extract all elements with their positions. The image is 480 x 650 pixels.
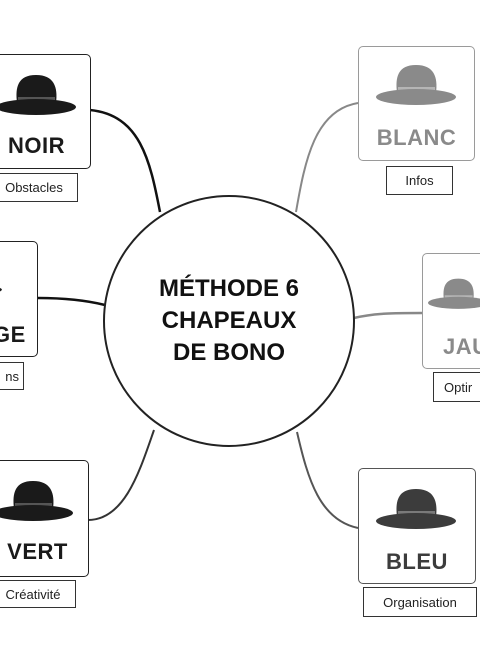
hat-card-bleu: BLEU: [358, 468, 476, 584]
central-title: MÉTHODE 6 CHAPEAUX DE BONO: [158, 275, 299, 366]
tag-vert: Créativité: [0, 580, 76, 608]
tag-jaune: Optir: [433, 372, 480, 402]
tag-bleu: Organisation: [363, 587, 477, 617]
connector-vert: [87, 429, 155, 521]
hat-name-jaune: JAU: [443, 334, 480, 359]
hat-icon: [359, 483, 475, 533]
hat-icon: [0, 258, 5, 308]
central-topic: MÉTHODE 6 CHAPEAUX DE BONO: [103, 195, 355, 447]
hat-icon: [0, 475, 82, 525]
connector-noir: [89, 108, 162, 213]
connector-rouge: [37, 296, 106, 307]
connector-blanc: [295, 102, 359, 213]
tag-blanc: Infos: [386, 166, 453, 195]
connector-jaune: [353, 311, 423, 320]
hat-card-blanc: BLANC: [358, 46, 475, 161]
tag-noir: Obstacles: [0, 173, 78, 202]
hat-card-rouge: GE: [0, 241, 38, 357]
hat-card-noir: NOIR: [0, 54, 91, 169]
hat-card-jaune: JAU: [422, 253, 480, 369]
tag-rouge: ns: [0, 362, 24, 390]
hat-name-bleu: BLEU: [386, 549, 448, 574]
hat-icon: [359, 59, 474, 109]
hat-card-vert: VERT: [0, 460, 89, 577]
hat-name-noir: NOIR: [8, 133, 65, 158]
connector-bleu: [296, 431, 359, 529]
hat-icon: [0, 69, 86, 119]
hat-name-vert: VERT: [7, 539, 68, 564]
hat-name-rouge: GE: [0, 322, 26, 347]
hat-name-blanc: BLANC: [376, 125, 457, 150]
hat-icon: [425, 268, 480, 318]
